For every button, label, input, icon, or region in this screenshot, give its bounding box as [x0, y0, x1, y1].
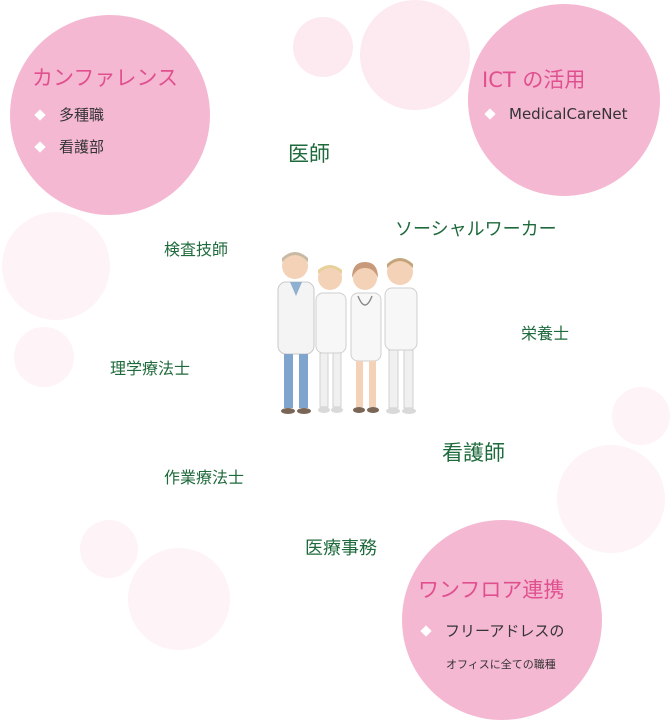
decor-bubble: [2, 212, 110, 320]
one-floor-item: フリーアドレスの: [418, 620, 564, 641]
role-social-worker: ソーシャルワーカー: [395, 219, 557, 240]
role-lab-tech: 検査技師: [164, 240, 229, 259]
diamond-bullet-icon: [34, 108, 46, 121]
role-pt: 理学療法士: [110, 359, 191, 378]
role-doctor: 医師: [288, 142, 330, 166]
decor-bubble: [612, 387, 670, 445]
role-nurse: 看護師: [442, 441, 505, 465]
diamond-bullet-icon: [484, 108, 496, 120]
nurse-figure: [350, 262, 382, 413]
decor-bubble: [360, 0, 470, 110]
diamond-bullet-icon: [34, 140, 46, 153]
decor-bubble: [557, 445, 665, 553]
conference-item: 多種職: [32, 104, 104, 125]
conference-item-label: 看護部: [59, 138, 105, 156]
role-dietitian: 栄養士: [521, 324, 570, 343]
ict-title: ICT の活用: [482, 68, 586, 92]
one-floor-title: ワンフロア連携: [418, 578, 565, 602]
conference-item: 看護部: [32, 136, 104, 157]
one-floor-item-label: フリーアドレスの: [445, 622, 565, 640]
one-floor-bubble: [402, 520, 602, 720]
ict-item-label: MedicalCareNet: [509, 105, 628, 123]
one-floor-note: オフィスに全ての職種: [446, 658, 556, 671]
decor-bubble: [14, 327, 74, 387]
nurse-figure: [315, 265, 347, 413]
ict-item: MedicalCareNet: [482, 105, 628, 123]
role-clerk: 医療事務: [305, 538, 377, 559]
decor-bubble: [293, 17, 353, 77]
diamond-bullet-icon: [420, 624, 432, 637]
ict-bubble: [468, 4, 660, 196]
male-nurse-figure: [384, 258, 418, 414]
role-ot: 作業療法士: [164, 468, 245, 487]
medical-staff-illustration: [277, 252, 418, 414]
conference-item-label: 多種職: [59, 106, 105, 124]
conference-title: カンファレンス: [32, 66, 178, 90]
doctor-figure: [277, 252, 315, 414]
decor-bubble: [80, 520, 138, 578]
decor-bubble: [128, 548, 230, 650]
